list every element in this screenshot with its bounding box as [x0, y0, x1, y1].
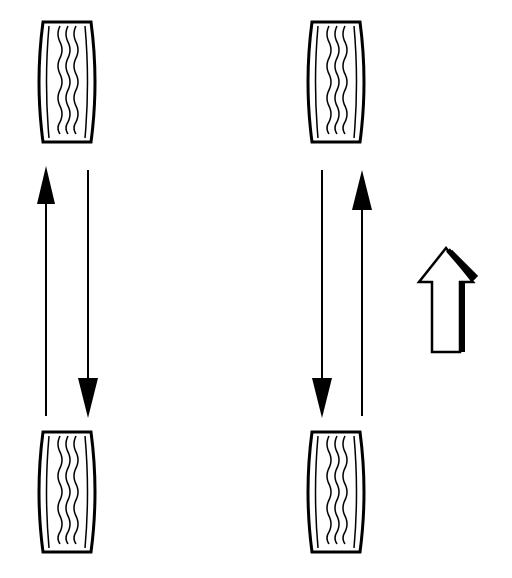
arrow-rear-left-to-front-left [37, 166, 55, 416]
arrow-rear-right-to-front-right [352, 170, 372, 416]
tire-rear-right [306, 430, 366, 554]
tire-front-left [37, 20, 97, 144]
arrow-front-right-to-rear-right [312, 170, 332, 418]
tire-rear-left [37, 430, 97, 554]
arrow-front-left-to-rear-left [78, 170, 98, 418]
forward-arrow-icon [416, 245, 479, 354]
tire-front-right [306, 20, 366, 144]
